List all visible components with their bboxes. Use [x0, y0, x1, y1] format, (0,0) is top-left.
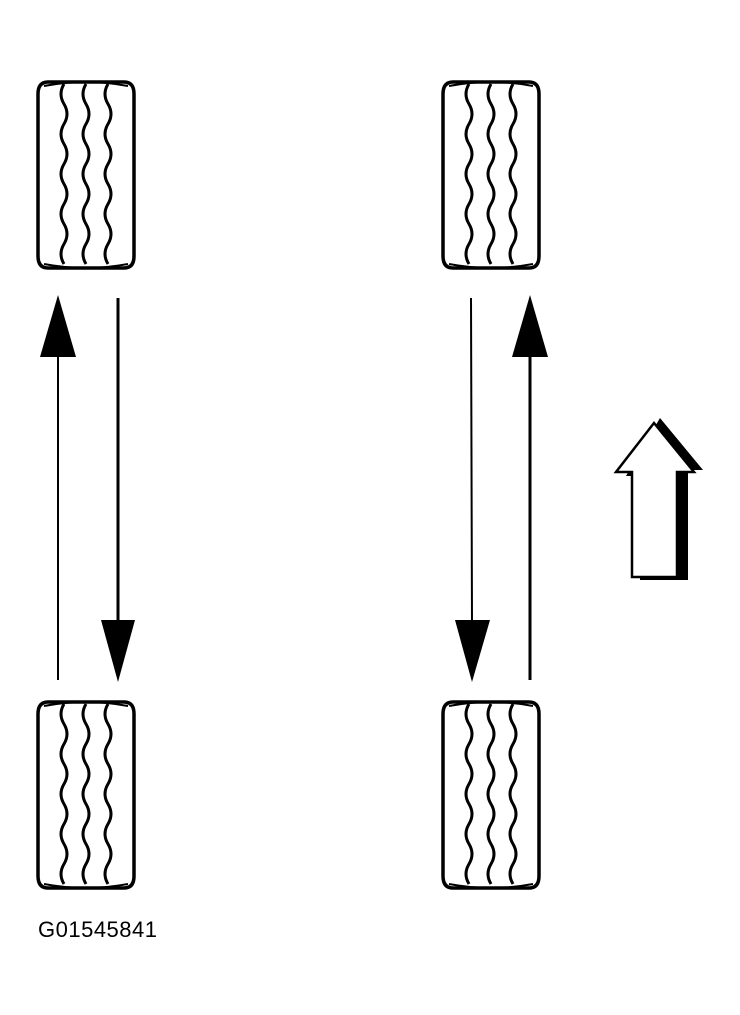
tire-right-front [441, 80, 541, 270]
tire-right-rear [441, 700, 541, 890]
arrow-left-front-to-rear [101, 298, 135, 682]
figure-id-label: G01545841 [38, 917, 158, 942]
tire-left-front [36, 80, 136, 270]
arrow-right-rear-to-front [512, 295, 548, 680]
arrow-left-rear-to-front [40, 295, 76, 680]
tire-left-rear [36, 700, 136, 890]
up-arrow-icon [613, 418, 703, 580]
arrow-right-front-to-rear [455, 297, 490, 682]
